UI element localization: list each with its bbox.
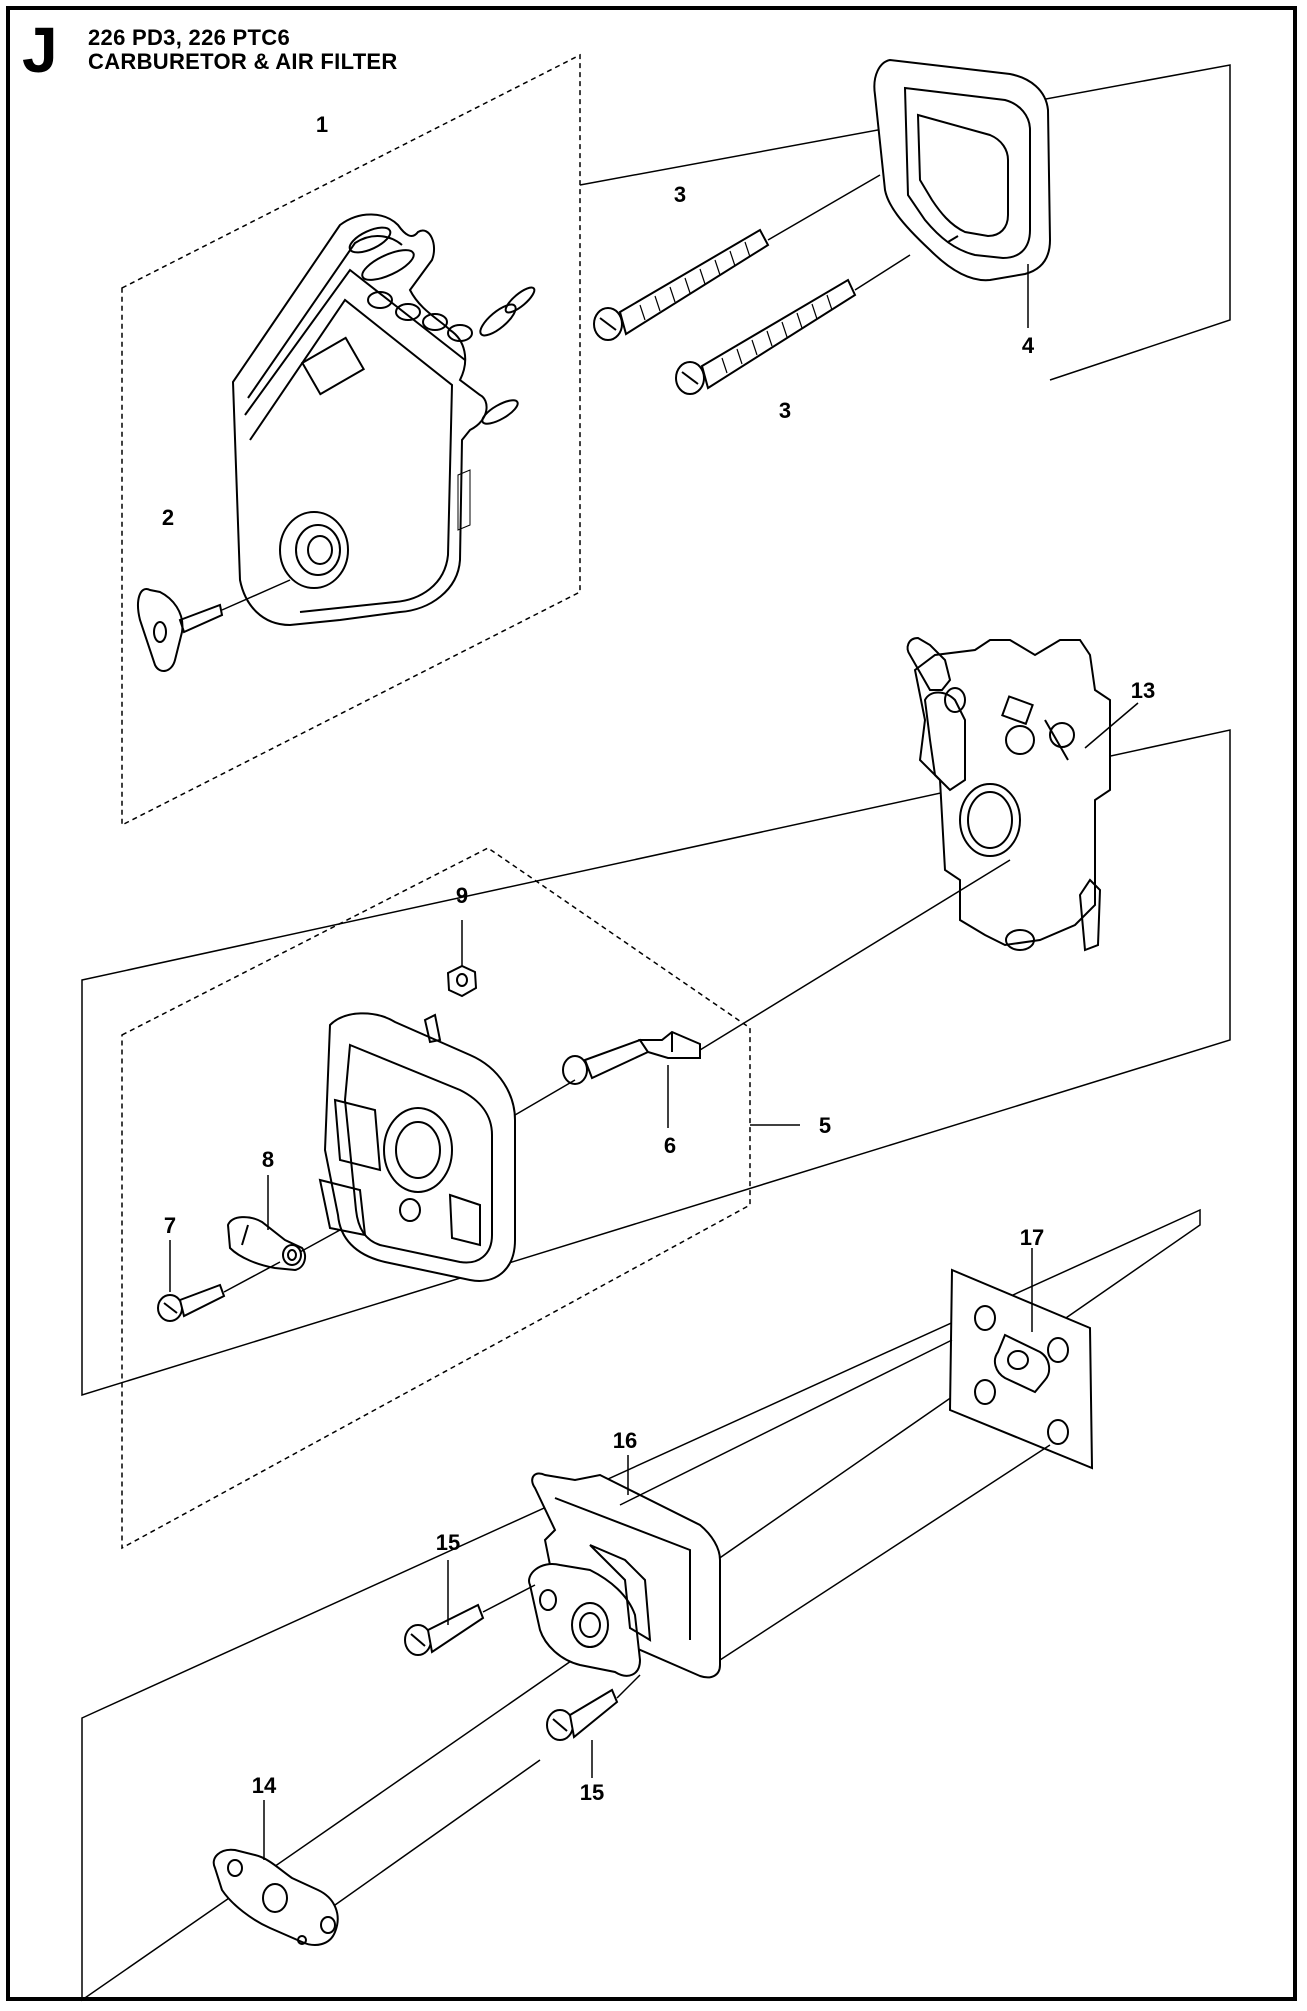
group-outline-cover: [121, 53, 581, 827]
callout-16: 16: [613, 1428, 637, 1453]
callout-17: 17: [1020, 1225, 1044, 1250]
leader-line: [299, 1229, 341, 1253]
leader-line: [514, 1079, 576, 1116]
callout-6: 6: [664, 1133, 676, 1158]
leader-line: [616, 1674, 641, 1699]
screw-icon: [157, 1283, 226, 1322]
gasket-icon: [948, 1268, 1094, 1470]
air-filter-base-icon: [318, 1012, 516, 1282]
leader-line: [223, 1261, 281, 1293]
knob-screw-icon: [137, 588, 224, 672]
callout-13: 13: [1131, 678, 1155, 703]
callout-7: 7: [164, 1213, 176, 1238]
leader-line: [699, 859, 1011, 1051]
callout-4: 4: [1022, 333, 1035, 358]
air-filter-cover-icon: [231, 213, 536, 627]
model-line: 226 PD3, 226 PTC6: [88, 25, 290, 50]
screw-icon: [546, 1688, 619, 1741]
bolt-icon: [593, 228, 770, 341]
page-frame: [6, 6, 1297, 2001]
leader-line: [619, 1339, 953, 1506]
screw-icon: [404, 1603, 485, 1656]
gasket-icon: [212, 1848, 339, 1946]
callout-14: 14: [252, 1773, 277, 1798]
callout-15a: 15: [436, 1530, 460, 1555]
leader-line: [719, 1444, 1051, 1661]
leader-line: [221, 579, 291, 611]
choke-link-icon: [562, 1030, 701, 1085]
filter-foam-icon: [873, 58, 1052, 282]
title-line: CARBURETOR & AIR FILTER: [88, 49, 398, 75]
callout-5: 5: [819, 1113, 831, 1138]
page-title: 226 PD3, 226 PTC6 CARBURETOR & AIR FILTE…: [88, 25, 398, 75]
callout-15b: 15: [580, 1780, 604, 1805]
leader-line: [1084, 702, 1139, 749]
nut-icon: [446, 964, 478, 998]
carburetor-icon: [906, 636, 1111, 952]
leader-line: [482, 1584, 536, 1613]
callout-1: 1: [316, 112, 328, 137]
group-outline-main-upper: [81, 729, 1231, 1397]
leader-line: [767, 174, 881, 241]
choke-plate-icon: [226, 1216, 307, 1272]
callout-3b: 3: [779, 398, 791, 423]
leader-line: [854, 254, 911, 291]
section-letter: J: [22, 14, 58, 86]
callout-8: 8: [262, 1147, 274, 1172]
leader-line: [334, 1759, 541, 1906]
callout-2: 2: [162, 505, 174, 530]
callout-9: 9: [456, 883, 468, 908]
group-outline-base-assembly: [121, 847, 751, 1550]
bolt-icon: [675, 278, 857, 395]
group-outline-main-lower: [81, 1208, 1201, 2002]
callout-3a: 3: [674, 182, 686, 207]
intake-adapter-icon: [528, 1472, 721, 1679]
